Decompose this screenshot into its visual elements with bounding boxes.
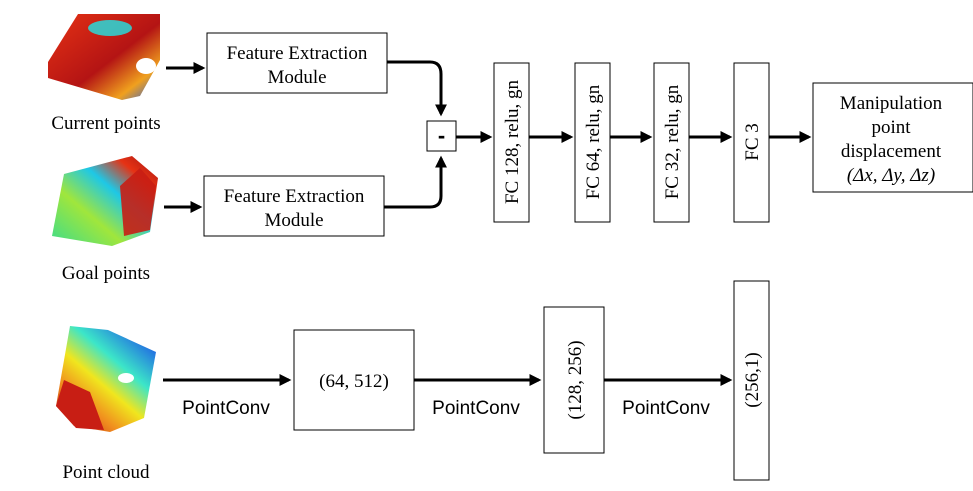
pointconv-edge-label-1: PointConv (182, 398, 270, 419)
goal-points-image (52, 156, 158, 246)
output-line2: point (871, 117, 911, 138)
feature-extraction-bottom-line1: Feature Extraction (224, 186, 365, 207)
pointconv-box-2-label: (128, 256) (565, 340, 586, 419)
fc-layer-3-box (653, 62, 690, 223)
feature-extraction-top-line1: Feature Extraction (227, 43, 368, 64)
subtract-node (426, 120, 457, 152)
pointconv-box-3 (733, 280, 770, 481)
point-cloud-label: Point cloud (62, 462, 150, 483)
pointconv-edge-label-3: PointConv (622, 398, 710, 419)
fc-layer-4-label: FC 3 (742, 123, 763, 161)
output-line4: (Δx, Δy, Δz) (847, 165, 935, 186)
arrow-feature-top-to-subtract (387, 60, 447, 117)
output-box (812, 82, 973, 193)
point-cloud-image (56, 326, 156, 432)
feature-extraction-bottom-line2: Module (264, 210, 323, 231)
current-points-image (48, 14, 160, 100)
fc-layer-1-label: FC 128, relu, gn (502, 79, 523, 204)
pointconv-edge-label-2: PointConv (432, 398, 520, 419)
fc-layer-2-box (574, 62, 611, 223)
fc-layer-2-label: FC 64, relu, gn (583, 84, 604, 199)
pointconv-box-2 (543, 306, 605, 454)
output-line3: displacement (841, 141, 942, 162)
pointconv-box-3-label: (256,1) (742, 352, 763, 407)
feature-extraction-top-box (206, 32, 388, 94)
fc-layer-4-box (733, 62, 770, 223)
subtract-symbol: - (438, 123, 445, 148)
output-line1: Manipulation (840, 93, 943, 114)
pointconv-box-1-label: (64, 512) (319, 371, 389, 392)
fc-layer-1-box (493, 62, 530, 223)
goal-points-label: Goal points (62, 263, 150, 284)
fc-layer-3-label: FC 32, relu, gn (662, 84, 683, 199)
current-points-label: Current points (51, 113, 160, 134)
arrow-feature-bottom-to-subtract (384, 155, 447, 209)
feature-extraction-bottom-box (203, 175, 385, 237)
feature-extraction-top-line2: Module (267, 67, 326, 88)
